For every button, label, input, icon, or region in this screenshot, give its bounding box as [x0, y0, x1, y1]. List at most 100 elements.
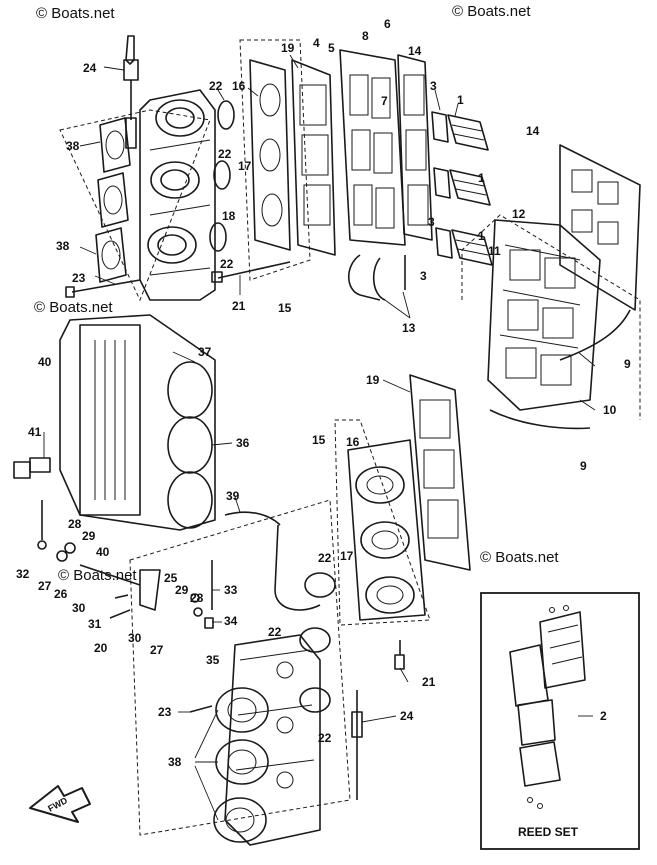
part-14-gasket-right — [559, 144, 641, 311]
part-21-bolt-upper — [211, 261, 291, 283]
callout-9: 9 — [624, 357, 631, 371]
callout-28: 28 — [68, 517, 82, 531]
callout-3: 3 — [430, 79, 437, 93]
callout-8: 8 — [362, 29, 369, 43]
part-21-bolt-lower — [394, 640, 405, 670]
part-14-gasket-upper — [397, 54, 433, 241]
callout-40: 40 — [38, 355, 52, 369]
callout-1: 1 — [457, 93, 464, 107]
callout-7: 7 — [381, 94, 388, 108]
callout-10: 10 — [603, 403, 617, 417]
callout-29: 29 — [175, 583, 189, 597]
callout-34: 34 — [224, 614, 238, 628]
callout-29: 29 — [82, 529, 96, 543]
callout-35: 35 — [206, 653, 220, 667]
part-16-plate-upper — [249, 59, 291, 251]
callout-39: 39 — [226, 489, 240, 503]
watermark-mid-right: © Boats.net — [480, 549, 559, 566]
callout-22: 22 — [220, 257, 234, 271]
callout-40: 40 — [96, 545, 110, 559]
part-23-bolt-lower — [189, 705, 213, 713]
callout-32: 32 — [16, 567, 30, 581]
part-19-gasket-lower — [409, 374, 471, 571]
watermark-lower-left: © Boats.net — [58, 567, 137, 584]
callout-23: 23 — [72, 271, 86, 285]
part-39-hose — [224, 511, 321, 611]
callout-22: 22 — [318, 731, 332, 745]
callout-24: 24 — [400, 709, 414, 723]
part-15-plate-lower — [347, 439, 426, 621]
callout-18: 18 — [222, 209, 236, 223]
callout-33: 33 — [224, 583, 238, 597]
part-10-crankcase-cover — [487, 219, 601, 411]
callout-numbers: 24 22 16 19 4 5 8 6 14 38 22 17 18 7 3 1… — [16, 17, 631, 769]
part-38-gaskets-upper — [95, 117, 131, 283]
callout-38: 38 — [168, 755, 182, 769]
callout-27: 27 — [38, 579, 52, 593]
part-24-sensor-lower — [351, 690, 363, 800]
watermark-mid-left: © Boats.net — [34, 299, 113, 316]
callout-21: 21 — [422, 675, 436, 689]
callout-15: 15 — [278, 301, 292, 315]
callout-30: 30 — [128, 631, 142, 645]
callout-5: 5 — [328, 41, 335, 55]
throttle-linkage — [37, 500, 214, 629]
part-7-reed-plate — [339, 49, 406, 246]
callout-22: 22 — [318, 551, 332, 565]
lower-carburetor-stack — [224, 634, 321, 846]
callout-23: 23 — [158, 705, 172, 719]
part-23-bolt-upper — [65, 279, 141, 298]
callout-21: 21 — [232, 299, 246, 313]
callout-19: 19 — [366, 373, 380, 387]
callout-3: 3 — [428, 215, 435, 229]
callout-13: 13 — [402, 321, 416, 335]
callout-14: 14 — [526, 124, 540, 138]
callout-15: 15 — [312, 433, 326, 447]
callout-22: 22 — [218, 147, 232, 161]
callout-26: 26 — [54, 587, 68, 601]
callout-17: 17 — [340, 549, 354, 563]
callout-2: 2 — [600, 709, 607, 723]
callout-1: 1 — [478, 229, 485, 243]
watermark-top-left: © Boats.net — [36, 5, 115, 22]
callout-41: 41 — [28, 425, 42, 439]
part-38-gaskets-lower — [213, 687, 269, 843]
callout-16: 16 — [232, 79, 246, 93]
part-36-intake-silencer — [59, 314, 216, 531]
callout-4: 4 — [313, 36, 320, 50]
reed-set-label: REED SET — [518, 825, 579, 839]
watermark-top-right: © Boats.net — [452, 3, 531, 20]
fwd-arrow — [29, 785, 91, 823]
part-22-orings-upper — [209, 100, 235, 252]
callout-24: 24 — [83, 61, 97, 75]
callout-37: 37 — [198, 345, 212, 359]
part-19-gasket-upper — [291, 59, 336, 256]
callout-38: 38 — [66, 139, 80, 153]
callout-3: 3 — [420, 269, 427, 283]
callout-1: 1 — [478, 171, 485, 185]
part-24-sensor-top — [123, 35, 139, 149]
part-9-hoses-right — [489, 309, 631, 430]
callout-6: 6 — [384, 17, 391, 31]
callout-14: 14 — [408, 44, 422, 58]
callout-22: 22 — [268, 625, 282, 639]
part-13-hoses — [347, 254, 406, 301]
callout-30: 30 — [72, 601, 86, 615]
part-41-sensor — [13, 457, 51, 479]
callout-11: 11 — [488, 244, 501, 258]
callout-22: 22 — [209, 79, 223, 93]
callout-25: 25 — [164, 571, 178, 585]
part-1-reed-blocks — [447, 114, 493, 266]
callout-9: 9 — [580, 459, 587, 473]
callout-16: 16 — [346, 435, 360, 449]
part-22-orings-lower — [299, 572, 336, 713]
callout-20: 20 — [94, 641, 108, 655]
leader-lines — [43, 54, 596, 821]
callout-28: 28 — [190, 591, 204, 605]
callout-38: 38 — [56, 239, 70, 253]
assembly-outlines — [59, 39, 641, 836]
fwd-label: FWD — [46, 795, 69, 814]
callout-31: 31 — [88, 617, 102, 631]
reed-set-inset — [480, 592, 640, 850]
